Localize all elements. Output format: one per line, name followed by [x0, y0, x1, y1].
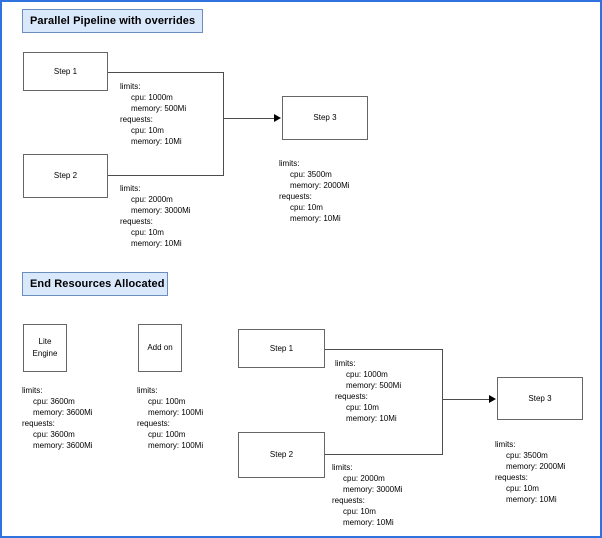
edge-bottom-step1-to-merge — [325, 349, 442, 350]
spec-limits-key: limits: — [120, 82, 141, 91]
spec-requests-key: requests: — [332, 496, 365, 506]
spec-requests-memory: memory: 10Mi — [346, 414, 397, 424]
spec-requests-cpu: cpu: 10m — [506, 484, 539, 494]
section-header-parallel-pipeline: Parallel Pipeline with overrides — [22, 9, 203, 33]
arrow-head-icon-bottom-step3 — [489, 395, 496, 403]
node-top-step-1-label: Step 1 — [53, 66, 78, 76]
spec-top-step-3: limits: cpu: 3500m memory: 2000Mi reques… — [279, 158, 350, 224]
spec-requests-cpu: cpu: 10m — [131, 126, 164, 136]
spec-requests-cpu: cpu: 10m — [131, 228, 164, 238]
section-header-end-resources-label: End Resources Allocated — [30, 278, 165, 290]
section-header-end-resources: End Resources Allocated — [22, 272, 168, 296]
spec-requests-memory: memory: 10Mi — [131, 239, 182, 249]
spec-limits-cpu: cpu: 1000m — [131, 93, 173, 103]
edge-top-step2-to-merge — [108, 175, 224, 176]
spec-limits-memory: memory: 3600Mi — [33, 408, 93, 418]
spec-limits-memory: memory: 500Mi — [346, 381, 402, 391]
spec-limits-memory: memory: 3000Mi — [343, 485, 403, 495]
edge-bottom-step2-to-merge — [325, 454, 442, 455]
node-lite-engine[interactable]: Lite Engine — [23, 324, 67, 372]
spec-requests-key: requests: — [279, 192, 312, 202]
spec-requests-memory: memory: 10Mi — [506, 495, 557, 505]
spec-limits-cpu: cpu: 2000m — [343, 474, 385, 484]
node-top-step-2[interactable]: Step 2 — [23, 154, 108, 198]
spec-limits-cpu: cpu: 1000m — [346, 370, 388, 380]
section-header-parallel-pipeline-label: Parallel Pipeline with overrides — [30, 15, 196, 27]
spec-requests-cpu: cpu: 10m — [343, 507, 376, 517]
node-top-step-3-label: Step 3 — [313, 113, 337, 123]
spec-limits-cpu: cpu: 2000m — [131, 195, 173, 205]
spec-requests-memory: memory: 100Mi — [148, 441, 204, 451]
spec-requests-key: requests: — [137, 419, 170, 429]
spec-limits-key: limits: — [332, 463, 353, 472]
spec-bottom-step-1: limits: cpu: 1000m memory: 500Mi request… — [335, 358, 401, 424]
node-bottom-step-1-label: Step 1 — [269, 343, 294, 353]
spec-top-step-2: limits: cpu: 2000m memory: 3000Mi reques… — [120, 183, 191, 249]
spec-requests-key: requests: — [120, 217, 153, 227]
node-bottom-step-1[interactable]: Step 1 — [238, 329, 325, 368]
arrow-head-icon-top-step3 — [274, 114, 281, 122]
node-top-step-1[interactable]: Step 1 — [23, 52, 108, 91]
spec-requests-key: requests: — [335, 392, 368, 402]
spec-requests-key: requests: — [120, 115, 153, 125]
spec-add-on: limits: cpu: 100m memory: 100Mi requests… — [137, 385, 203, 451]
edge-top-merge-to-step3 — [223, 118, 275, 119]
spec-limits-memory: memory: 3000Mi — [131, 206, 191, 216]
spec-limits-key: limits: — [335, 359, 356, 368]
spec-limits-memory: memory: 2000Mi — [290, 181, 350, 191]
spec-limits-memory: memory: 100Mi — [148, 408, 204, 418]
spec-top-step-1: limits: cpu: 1000m memory: 500Mi request… — [120, 81, 186, 147]
spec-limits-key: limits: — [22, 386, 43, 395]
spec-requests-memory: memory: 10Mi — [131, 137, 182, 147]
spec-requests-cpu: cpu: 10m — [290, 203, 323, 213]
spec-requests-memory: memory: 10Mi — [290, 214, 341, 224]
node-top-step-2-label: Step 2 — [53, 171, 78, 181]
node-bottom-step-3-label: Step 3 — [528, 393, 552, 403]
spec-limits-memory: memory: 2000Mi — [506, 462, 566, 472]
spec-bottom-step-3: limits: cpu: 3500m memory: 2000Mi reques… — [495, 439, 566, 505]
spec-limits-key: limits: — [137, 386, 158, 395]
node-bottom-step-3[interactable]: Step 3 — [497, 377, 583, 420]
spec-lite-engine: limits: cpu: 3600m memory: 3600Mi reques… — [22, 385, 93, 451]
spec-limits-memory: memory: 500Mi — [131, 104, 187, 114]
spec-bottom-step-2: limits: cpu: 2000m memory: 3000Mi reques… — [332, 462, 403, 528]
spec-limits-key: limits: — [120, 184, 141, 193]
spec-requests-cpu: cpu: 3600m — [33, 430, 75, 440]
spec-limits-cpu: cpu: 3500m — [506, 451, 548, 461]
node-bottom-step-2[interactable]: Step 2 — [238, 432, 325, 478]
spec-requests-key: requests: — [22, 419, 55, 429]
spec-requests-cpu: cpu: 100m — [148, 430, 186, 440]
edge-top-merge-vertical — [223, 72, 224, 176]
spec-requests-memory: memory: 10Mi — [343, 518, 394, 528]
spec-limits-cpu: cpu: 3500m — [290, 170, 332, 180]
spec-limits-cpu: cpu: 3600m — [33, 397, 75, 407]
spec-requests-cpu: cpu: 10m — [346, 403, 379, 413]
edge-bottom-merge-vertical — [442, 349, 443, 455]
spec-limits-key: limits: — [279, 159, 300, 168]
spec-requests-key: requests: — [495, 473, 528, 483]
node-add-on-label: Add on — [147, 343, 173, 353]
edge-top-step1-to-merge — [108, 72, 224, 73]
node-top-step-3[interactable]: Step 3 — [282, 96, 368, 140]
node-bottom-step-2-label: Step 2 — [269, 450, 294, 460]
node-lite-engine-label: Lite Engine — [32, 337, 58, 358]
spec-limits-cpu: cpu: 100m — [148, 397, 186, 407]
edge-bottom-merge-to-step3 — [442, 399, 490, 400]
spec-requests-memory: memory: 3600Mi — [33, 441, 93, 451]
spec-limits-key: limits: — [495, 440, 516, 449]
node-add-on[interactable]: Add on — [138, 324, 182, 372]
